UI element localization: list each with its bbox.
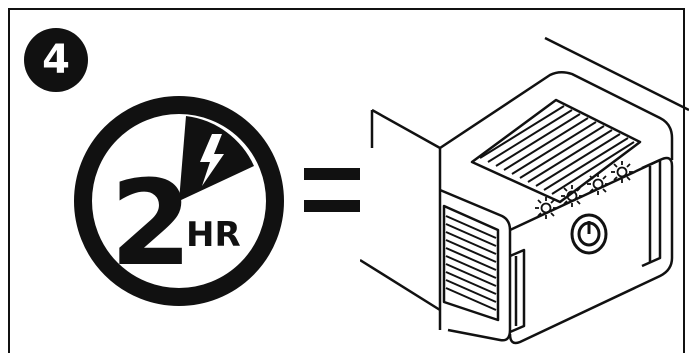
equals-sign — [304, 168, 360, 212]
step-number-badge: 4 — [24, 28, 88, 92]
charge-duration-unit: HR — [186, 215, 241, 255]
led-indicators — [535, 161, 633, 219]
lightning-bolt-icon — [179, 116, 254, 201]
charge-time-icon: 2 HR — [74, 96, 284, 306]
step-number: 4 — [42, 37, 70, 83]
charge-duration-number: 2 — [110, 154, 192, 292]
power-button-icon — [570, 213, 608, 255]
instruction-panel-frame — [8, 8, 685, 353]
power-station-icon — [360, 36, 689, 345]
